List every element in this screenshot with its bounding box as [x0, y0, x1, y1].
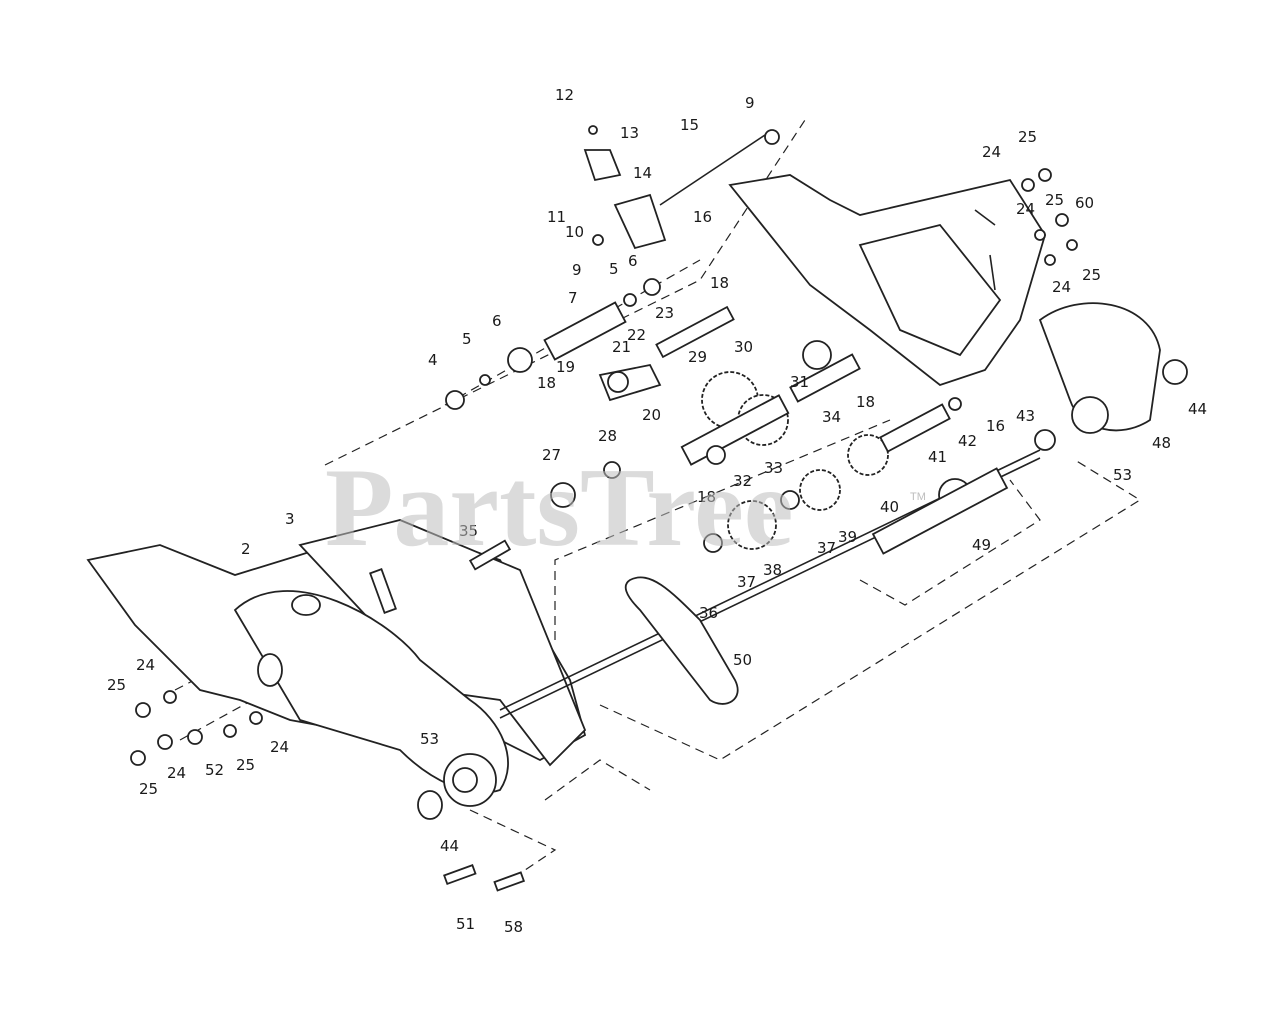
hardware [130, 125, 1078, 892]
watermark-trademark: TM [910, 491, 926, 503]
part-label-19: 19 [556, 358, 575, 376]
part-label-28: 28 [598, 427, 617, 445]
part-label-53: 53 [1113, 466, 1132, 484]
part-label-12: 12 [555, 86, 574, 104]
part-label-25: 25 [1082, 266, 1101, 284]
part-label-37: 37 [817, 539, 836, 557]
part-label-25: 25 [1018, 128, 1037, 146]
part-label-40: 40 [880, 498, 899, 516]
part-label-5: 5 [609, 260, 619, 278]
part-label-16: 16 [693, 208, 712, 226]
part-label-48: 48 [1152, 434, 1171, 452]
part-label-25: 25 [139, 780, 158, 798]
part-label-43: 43 [1016, 407, 1035, 425]
part-label-18: 18 [710, 274, 729, 292]
part-label-24: 24 [270, 738, 289, 756]
part-label-24: 24 [982, 143, 1001, 161]
part-label-37: 37 [737, 573, 756, 591]
part-label-24: 24 [167, 764, 186, 782]
part-label-15: 15 [680, 116, 699, 134]
part-label-35: 35 [459, 522, 478, 540]
part-label-36: 36 [699, 604, 718, 622]
part-label-6: 6 [492, 312, 502, 330]
part-label-9: 9 [745, 94, 755, 112]
part-label-25: 25 [1045, 191, 1064, 209]
part-label-51: 51 [456, 915, 475, 933]
part-label-25: 25 [236, 756, 255, 774]
part-label-44: 44 [1188, 400, 1207, 418]
part-label-53: 53 [420, 730, 439, 748]
part-label-18: 18 [537, 374, 556, 392]
part-label-3: 3 [285, 510, 295, 528]
part-label-23: 23 [655, 304, 674, 322]
part-label-41: 41 [928, 448, 947, 466]
part-label-24: 24 [136, 656, 155, 674]
part-label-16: 16 [986, 417, 1005, 435]
part-label-34: 34 [822, 408, 841, 426]
part-label-60: 60 [1075, 194, 1094, 212]
right-housing [728, 174, 1046, 387]
part-label-2: 2 [241, 540, 251, 558]
part-label-27: 27 [542, 446, 561, 464]
part-label-11: 11 [547, 208, 566, 226]
part-label-22: 22 [627, 326, 646, 344]
part-label-25: 25 [107, 676, 126, 694]
part-label-9: 9 [572, 261, 582, 279]
part-label-39: 39 [838, 528, 857, 546]
part-label-5: 5 [462, 330, 472, 348]
part-label-4: 4 [428, 351, 438, 369]
part-label-13: 13 [620, 124, 639, 142]
upper-shaft-parts [445, 134, 766, 410]
part-label-31: 31 [790, 373, 809, 391]
watermark-text: PartsTree [325, 446, 794, 570]
part-label-10: 10 [565, 223, 584, 241]
right-chain-guard [1038, 302, 1188, 434]
part-label-6: 6 [628, 252, 638, 270]
part-label-33: 33 [764, 459, 783, 477]
part-label-21: 21 [612, 338, 631, 356]
part-label-24: 24 [1052, 278, 1071, 296]
sprockets [468, 340, 1056, 571]
part-label-42: 42 [958, 432, 977, 450]
part-label-52: 52 [205, 761, 224, 779]
part-label-14: 14 [633, 164, 652, 182]
part-label-24: 24 [1016, 200, 1035, 218]
part-label-58: 58 [504, 918, 523, 936]
part-label-18: 18 [856, 393, 875, 411]
part-label-38: 38 [763, 561, 782, 579]
part-label-20: 20 [642, 406, 661, 424]
drive-chain [624, 576, 739, 705]
part-label-29: 29 [688, 348, 707, 366]
part-label-44: 44 [440, 837, 459, 855]
part-label-50: 50 [733, 651, 752, 669]
part-label-49: 49 [972, 536, 991, 554]
part-label-18: 18 [697, 488, 716, 506]
part-label-32: 32 [733, 472, 752, 490]
part-label-7: 7 [568, 289, 578, 307]
watermark: PartsTree TM [325, 446, 926, 570]
part-label-30: 30 [734, 338, 753, 356]
